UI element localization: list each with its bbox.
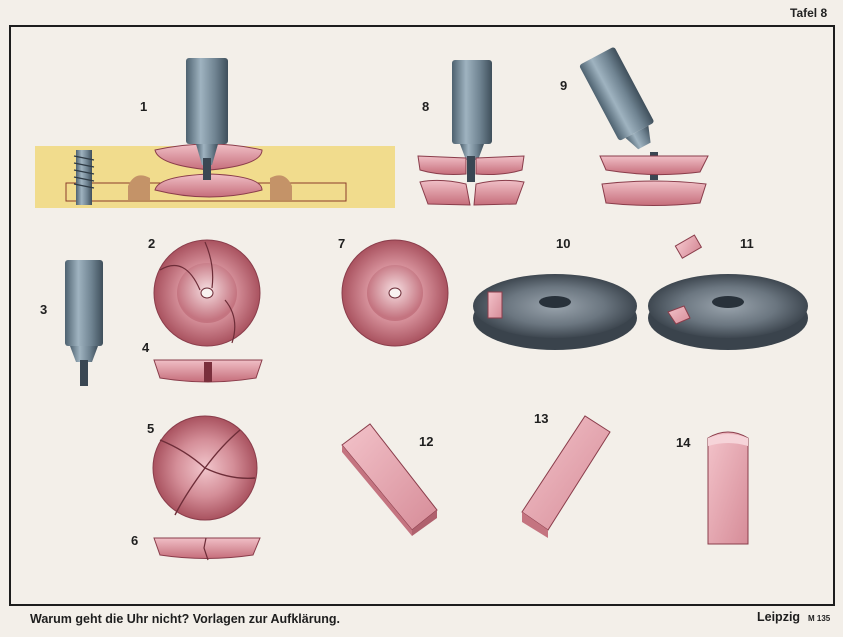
figure-13-illustration bbox=[521, 415, 611, 538]
figure-1-illustration bbox=[35, 58, 395, 208]
figure-label-6: 6 bbox=[131, 533, 138, 548]
figure-label-11: 11 bbox=[740, 236, 754, 251]
figure-7-illustration bbox=[341, 239, 449, 347]
figure-label-5: 5 bbox=[147, 421, 154, 436]
figure-label-7: 7 bbox=[338, 236, 345, 251]
figure-14-illustration bbox=[707, 431, 749, 545]
figure-12-illustration bbox=[341, 423, 438, 536]
figure-3-illustration bbox=[65, 260, 103, 386]
publisher-place: Leipzig bbox=[757, 610, 801, 624]
figure-10-illustration bbox=[473, 274, 637, 350]
figure-label-13: 13 bbox=[534, 411, 548, 426]
figure-label-9: 9 bbox=[560, 78, 567, 93]
figure-6-illustration bbox=[153, 537, 261, 561]
plate-number: Tafel 8 bbox=[790, 6, 828, 20]
figure-label-3: 3 bbox=[40, 302, 47, 317]
figure-5-illustration bbox=[152, 415, 258, 521]
figure-9-illustration bbox=[579, 47, 709, 206]
figure-label-14: 14 bbox=[676, 435, 691, 450]
figure-8-illustration bbox=[417, 60, 525, 206]
figure-label-10: 10 bbox=[556, 236, 570, 251]
figure-2-illustration bbox=[153, 239, 261, 347]
figure-label-2: 2 bbox=[148, 236, 155, 251]
figure-label-12: 12 bbox=[419, 434, 433, 449]
figure-label-1: 1 bbox=[140, 99, 147, 114]
plate-code: M 135 bbox=[808, 614, 831, 623]
figure-11-illustration bbox=[648, 234, 808, 350]
figure-label-8: 8 bbox=[422, 99, 429, 114]
plate-caption: Warum geht die Uhr nicht? Vorlagen zur A… bbox=[30, 612, 340, 626]
figure-label-4: 4 bbox=[142, 340, 150, 355]
illustration-frame bbox=[9, 25, 835, 606]
figure-4-illustration bbox=[153, 359, 263, 383]
